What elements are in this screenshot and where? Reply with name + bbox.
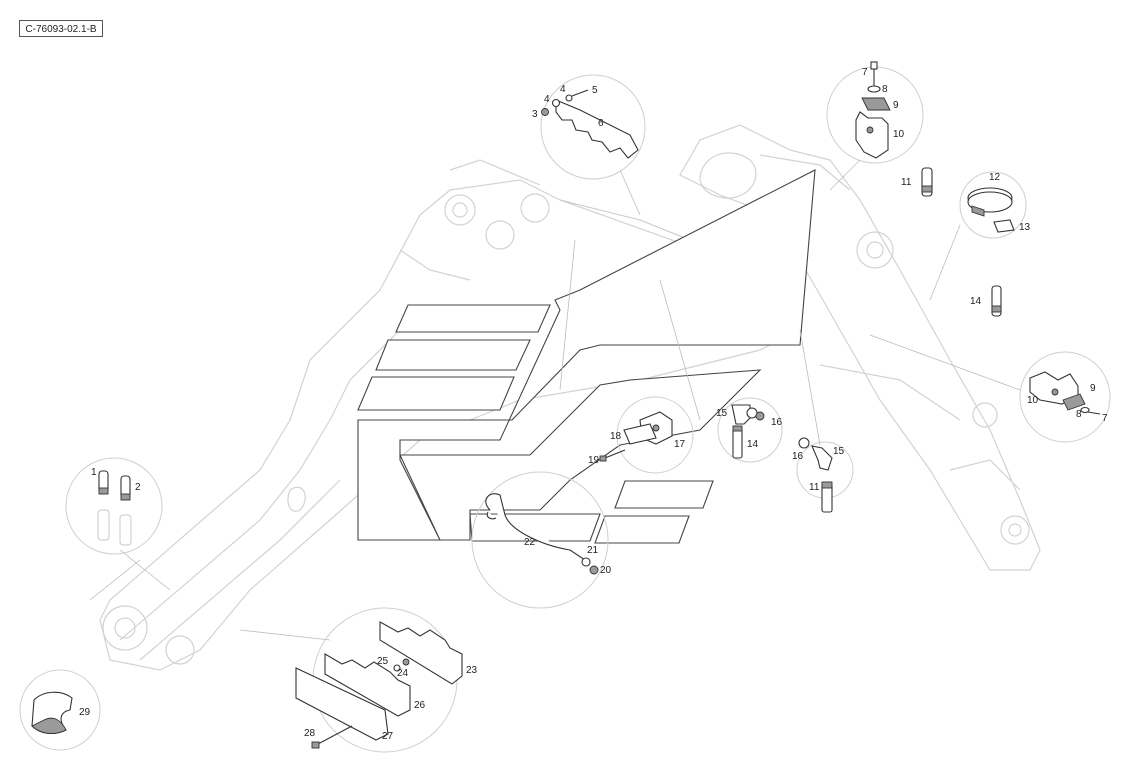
label-part-15: 15 xyxy=(716,408,728,419)
part-29 xyxy=(31,691,73,735)
label-part-10: 10 xyxy=(893,129,905,140)
label-part-7: 7 xyxy=(1102,413,1108,424)
label-part-13: 13 xyxy=(1019,222,1031,233)
callout-circle-17-18 xyxy=(616,396,694,474)
part-group-12-13 xyxy=(967,187,1015,233)
label-part-26: 26 xyxy=(414,700,426,711)
label-part-12: 12 xyxy=(989,172,1001,183)
label-part-8: 8 xyxy=(882,84,888,95)
part-14-upper xyxy=(991,285,1002,317)
label-part-9: 9 xyxy=(1090,383,1096,394)
part-group-20-22 xyxy=(485,493,599,575)
label-part-11: 11 xyxy=(809,482,820,493)
callout-circle-20-22 xyxy=(471,471,609,609)
label-part-22: 22 xyxy=(524,537,536,548)
part-group-15-16-11 xyxy=(798,437,833,513)
label-part-4: 4 xyxy=(560,84,566,95)
label-part-6: 6 xyxy=(598,118,604,129)
decal-stripe-3 xyxy=(357,376,515,411)
label-part-24: 24 xyxy=(397,668,409,679)
part-group-17-19 xyxy=(599,411,673,462)
callout-circle-3-6 xyxy=(540,74,646,180)
label-part-8: 8 xyxy=(1076,409,1082,420)
decal-stripe-5 xyxy=(594,515,690,544)
decal-stripe-4 xyxy=(614,480,714,509)
callout-circle-29 xyxy=(19,669,101,751)
part-11-top xyxy=(921,167,933,197)
decal-stripes xyxy=(357,169,816,544)
callout-circle-1-2 xyxy=(65,457,163,555)
label-part-15: 15 xyxy=(833,446,845,457)
label-part-17: 17 xyxy=(674,439,686,450)
label-part-18: 18 xyxy=(610,431,622,442)
label-part-10: 10 xyxy=(1027,395,1039,406)
label-part-27: 27 xyxy=(382,731,394,742)
label-part-4: 4 xyxy=(544,94,550,105)
label-part-3: 3 xyxy=(532,109,538,120)
label-part-25: 25 xyxy=(377,656,389,667)
boom-outline xyxy=(99,124,1041,671)
label-part-1: 1 xyxy=(91,467,97,478)
part-group-7-10 xyxy=(855,61,891,159)
label-part-9: 9 xyxy=(893,100,899,111)
label-part-20: 20 xyxy=(600,565,612,576)
callout-circle-12-13 xyxy=(959,171,1027,239)
label-part-7: 7 xyxy=(862,67,868,78)
label-part-5: 5 xyxy=(592,85,598,96)
callout-circles xyxy=(19,66,1111,753)
decal-stripe-6 xyxy=(469,513,601,542)
part-group-3-6 xyxy=(541,89,639,159)
label-part-28: 28 xyxy=(304,728,316,739)
label-part-11: 11 xyxy=(901,177,912,188)
part-group-14-16 xyxy=(731,404,765,459)
part-group-right-clamp xyxy=(1029,371,1101,415)
callout-circle-right-clamp xyxy=(1019,351,1111,443)
decal-stripe-1 xyxy=(395,304,551,333)
label-part-29: 29 xyxy=(79,707,91,718)
label-part-2: 2 xyxy=(135,482,141,493)
part-number-labels: 1 2 3 4 4 5 6 7 8 9 10 11 12 13 14 10 9 … xyxy=(79,67,1108,742)
label-part-16: 16 xyxy=(792,451,804,462)
leader-lines xyxy=(89,159,1021,641)
callout-circle-14-16 xyxy=(717,397,783,463)
part-group-1-2 xyxy=(97,470,132,546)
label-part-23: 23 xyxy=(466,665,478,676)
label-part-14: 14 xyxy=(747,439,759,450)
label-part-14: 14 xyxy=(970,296,982,307)
label-part-21: 21 xyxy=(587,545,599,556)
decal-stripe-2 xyxy=(375,339,531,371)
label-part-16: 16 xyxy=(771,417,783,428)
part-group-23-28 xyxy=(295,621,463,749)
document-code: C-76093-02.1-B xyxy=(19,20,103,37)
label-part-19: 19 xyxy=(588,455,600,466)
decal-chevron-large xyxy=(357,169,816,541)
